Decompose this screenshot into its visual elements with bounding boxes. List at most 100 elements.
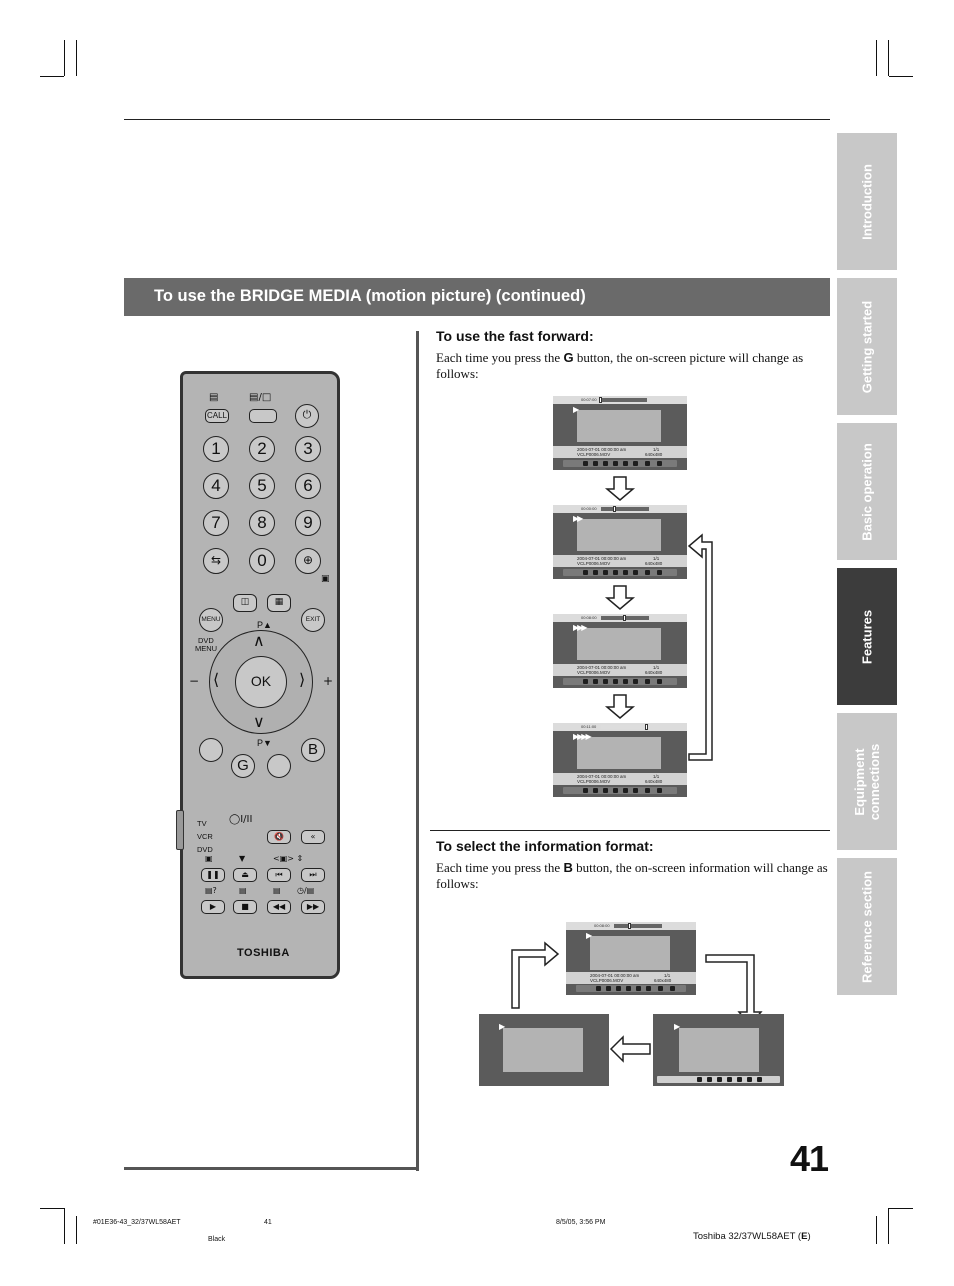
fast-forward-text: Each time you press the G button, the on… xyxy=(436,350,804,381)
stop-button[interactable]: ■ xyxy=(233,900,257,914)
brand-logo: TOSHIBA xyxy=(237,947,290,959)
text-timer-icon: ◷/▤ xyxy=(297,886,315,895)
page-number: 41 xyxy=(790,1138,829,1179)
dropdown-icon: ▼ xyxy=(239,854,246,863)
pause-button[interactable]: ❚❚ xyxy=(201,868,225,882)
fast-forward-button[interactable]: ▶▶ xyxy=(301,900,325,914)
text-mix-button[interactable] xyxy=(249,409,277,423)
crop-mark xyxy=(889,76,913,77)
red-button[interactable] xyxy=(199,738,223,762)
p-up-label: P▲ xyxy=(257,620,272,630)
b-button-ref: B xyxy=(563,860,573,875)
fast-forward-heading: To use the fast forward: xyxy=(436,328,594,344)
number-button-9[interactable]: 9 xyxy=(295,510,321,536)
footer-color: Black xyxy=(208,1236,226,1243)
number-button-1[interactable]: 1 xyxy=(203,436,229,462)
play-icon: ▶ xyxy=(573,405,579,414)
section-rule xyxy=(430,830,830,831)
picture-size-button[interactable]: ◫ xyxy=(233,594,257,612)
tab-reference-section[interactable]: Reference section xyxy=(837,858,897,995)
skip-forward-button[interactable]: ⏭ xyxy=(301,868,325,882)
power-button[interactable]: ⏻ xyxy=(295,404,319,428)
number-button-4[interactable]: 4 xyxy=(203,473,229,499)
tab-basic-operation[interactable]: Basic operation xyxy=(837,423,897,560)
ff-4x-icon: ▶▶▶▶ xyxy=(573,732,592,741)
crop-mark xyxy=(876,1216,877,1244)
return-button[interactable]: ⇆ xyxy=(203,548,229,574)
picture-icon: ▣ xyxy=(321,574,330,584)
tab-introduction[interactable]: Introduction xyxy=(837,133,897,270)
chevron-left-icon: ⟨ xyxy=(213,670,220,689)
down-arrow-icon xyxy=(604,694,636,719)
skip-back-button[interactable]: ⏮ xyxy=(267,868,291,882)
sound-mode-icon: ◯I/II xyxy=(229,814,253,825)
p-down-label: P▼ xyxy=(257,738,272,748)
crop-mark xyxy=(876,40,877,76)
rewind-button[interactable]: ◀◀ xyxy=(267,900,291,914)
number-button-8[interactable]: 8 xyxy=(249,510,275,536)
left-arrow-icon xyxy=(609,1035,651,1063)
freeze-button[interactable]: ▦ xyxy=(267,594,291,612)
b-button[interactable]: B xyxy=(301,738,325,762)
chevron-up-icon: ∧ xyxy=(253,631,265,650)
text-index-icon: ▤ xyxy=(273,886,281,895)
text-icon: ▤ xyxy=(209,392,219,403)
crop-mark xyxy=(40,76,64,77)
yellow-button[interactable] xyxy=(267,754,291,778)
mute-button[interactable]: 🔇 xyxy=(267,830,291,844)
input-button[interactable]: ⊕ xyxy=(295,548,321,574)
g-button-ref: G xyxy=(563,350,574,365)
column-divider xyxy=(416,331,419,1171)
info-screen-controls: ▶ xyxy=(653,1014,784,1086)
section-title: To use the BRIDGE MEDIA (motion picture)… xyxy=(154,287,586,305)
tab-getting-started[interactable]: Getting started xyxy=(837,278,897,415)
dvd-menu-label: DVD xyxy=(198,636,214,645)
footer-date: 8/5/05, 3:56 PM xyxy=(556,1219,606,1226)
pip-position-icon: <▣> ⇕ xyxy=(273,854,304,863)
dvd-menu-label: MENU xyxy=(195,644,218,653)
column-bottom-rule xyxy=(124,1167,419,1170)
footer-page: 41 xyxy=(264,1219,272,1226)
number-button-3[interactable]: 3 xyxy=(295,436,321,462)
section-banner: To use the BRIDGE MEDIA (motion picture)… xyxy=(124,278,830,316)
chevron-down-icon: ∨ xyxy=(253,712,265,731)
g-button[interactable]: G xyxy=(231,754,255,778)
loop-arrow-icon xyxy=(687,533,713,761)
curve-arrow-left-icon xyxy=(511,941,560,1009)
number-button-7[interactable]: 7 xyxy=(203,510,229,536)
tab-equipment-connections[interactable]: Equipment connections xyxy=(837,713,897,850)
dvd-label: DVD xyxy=(197,845,213,854)
tab-features[interactable]: Features xyxy=(837,568,897,705)
footer-file: #01E36-43_32/37WL58AET xyxy=(93,1219,181,1226)
menu-button[interactable]: MENU xyxy=(199,608,223,632)
crop-mark xyxy=(888,1208,889,1244)
number-button-2[interactable]: 2 xyxy=(249,436,275,462)
ok-button[interactable]: OK xyxy=(235,656,287,708)
crop-mark xyxy=(76,40,77,76)
number-button-5[interactable]: 5 xyxy=(249,473,275,499)
text-hold-icon: ▤ xyxy=(239,886,247,895)
info-format-heading: To select the information format: xyxy=(436,838,654,854)
volume-up-icon: + xyxy=(323,674,334,688)
chevron-right-icon: ⟩ xyxy=(299,670,306,689)
crop-mark xyxy=(76,1216,77,1244)
remote-control: CALL ▤ ▤/□ ⏻ 1 2 3 4 5 6 7 8 9 ⇆ 0 ⊕ ▣ ◫… xyxy=(176,371,340,979)
play-button[interactable]: ▶ xyxy=(201,900,225,914)
rewind-mute-button[interactable]: « xyxy=(301,830,325,844)
number-button-0[interactable]: 0 xyxy=(249,548,275,574)
mode-switch[interactable] xyxy=(176,810,184,850)
eject-button[interactable]: ⏏ xyxy=(233,868,257,882)
text-reveal-icon: ▤? xyxy=(205,886,217,895)
top-rule xyxy=(124,119,830,120)
number-button-6[interactable]: 6 xyxy=(295,473,321,499)
crop-mark xyxy=(40,1208,64,1209)
exit-button[interactable]: EXIT xyxy=(301,608,325,632)
text-mix-icon: ▤/□ xyxy=(249,392,272,403)
call-button[interactable]: CALL xyxy=(205,409,229,423)
crop-mark xyxy=(889,1208,913,1209)
